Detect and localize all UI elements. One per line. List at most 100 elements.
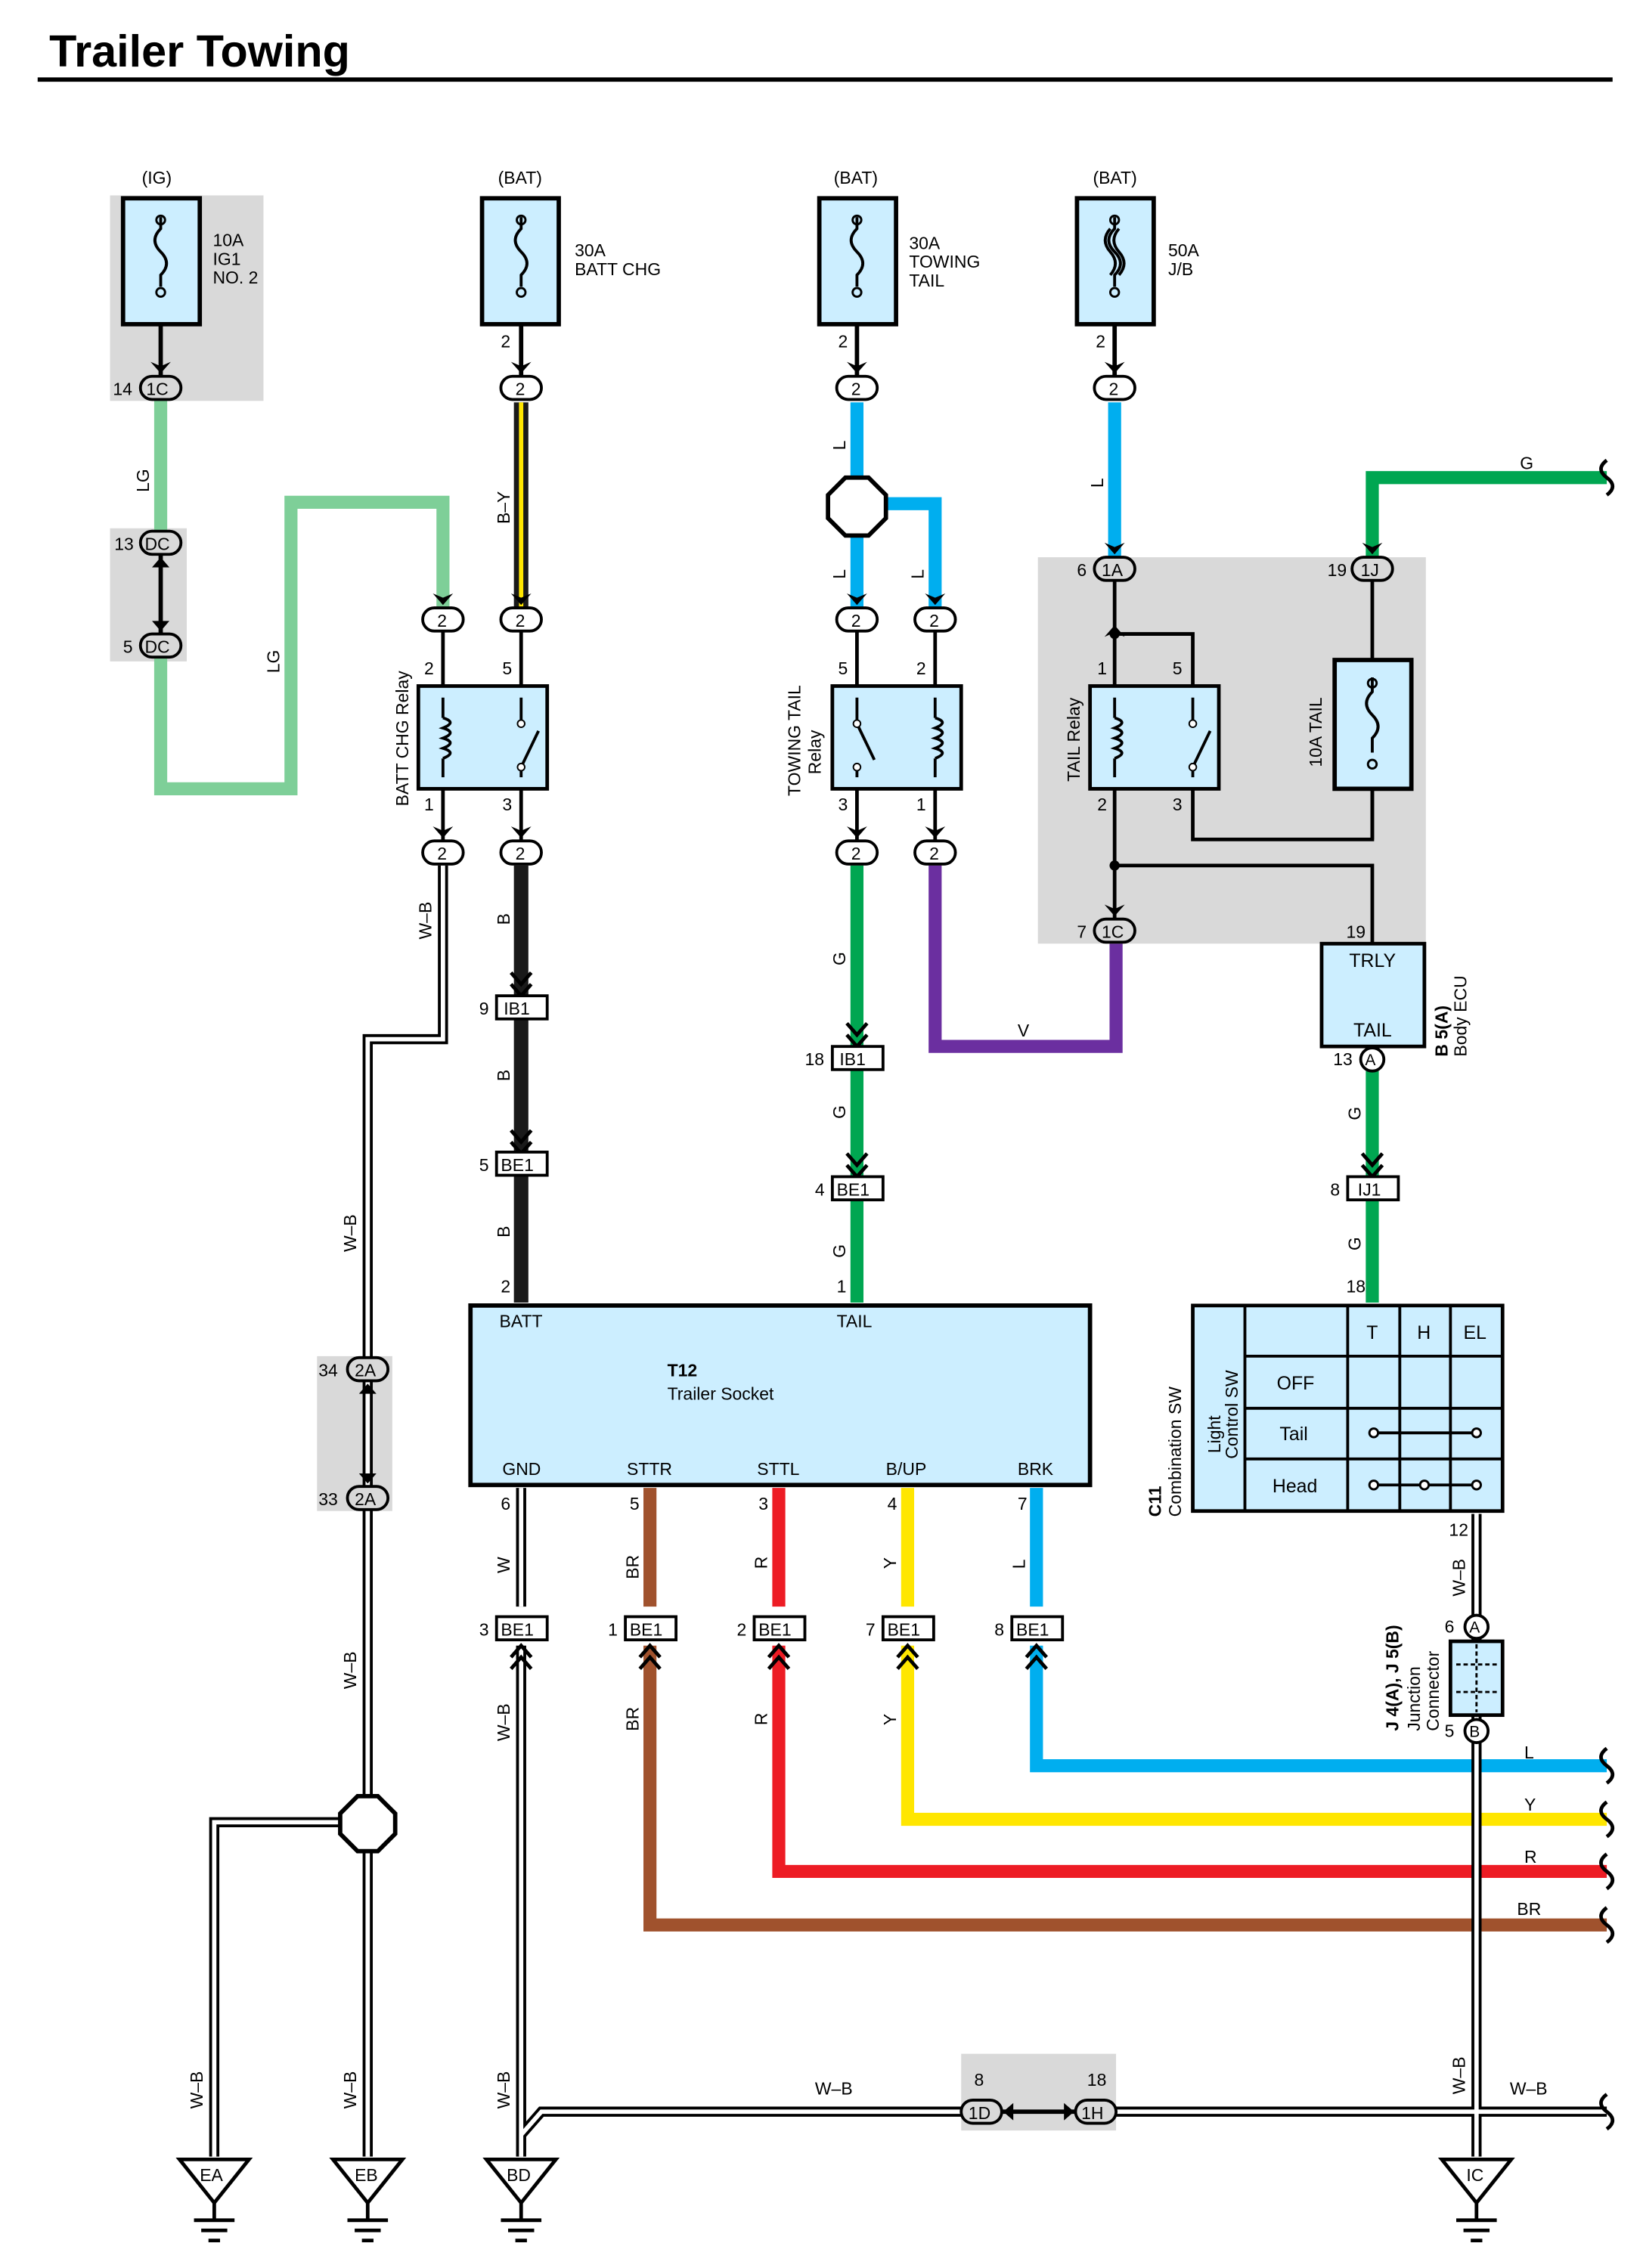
power-label-bat1: (BAT): [498, 168, 542, 187]
svg-text:A: A: [1365, 1052, 1375, 1069]
svg-text:12: 12: [1449, 1520, 1468, 1539]
svg-text:BE1: BE1: [501, 1155, 533, 1175]
fuse-towing-name2: TAIL: [909, 271, 944, 290]
svg-text:2: 2: [1097, 795, 1107, 814]
svg-text:4: 4: [815, 1179, 825, 1199]
fuse-batt-chg: [479, 196, 561, 380]
svg-text:BRK: BRK: [1018, 1459, 1054, 1479]
svg-text:6: 6: [501, 1494, 510, 1514]
pin-13: 13: [114, 534, 134, 554]
junction-connector: A B 6 5: [1445, 1613, 1505, 1744]
combo-sub2: Control SW: [1222, 1370, 1242, 1459]
fuse-jb: [1074, 196, 1156, 380]
svg-text:18: 18: [1087, 2070, 1107, 2090]
svg-text:TAIL: TAIL: [1353, 1020, 1392, 1041]
svg-text:W–B: W–B: [1510, 2078, 1548, 2098]
svg-text:1J: 1J: [1361, 560, 1379, 580]
svg-text:1: 1: [916, 795, 926, 814]
svg-text:BR: BR: [1517, 1899, 1541, 1919]
svg-text:STTL: STTL: [757, 1459, 799, 1479]
svg-text:H: H: [1417, 1322, 1431, 1343]
batt-chg-relay-label: BATT CHG Relay: [392, 671, 412, 807]
svg-text:9: 9: [479, 999, 489, 1018]
svg-text:IB1: IB1: [839, 1049, 865, 1069]
svg-text:2: 2: [929, 844, 939, 863]
fuse-batt-chg-name: BATT CHG: [575, 259, 661, 279]
body-ecu-id: B 5(A): [1432, 1005, 1452, 1057]
svg-text:BE1: BE1: [888, 1619, 920, 1639]
svg-text:B: B: [494, 1226, 513, 1238]
svg-text:W–B: W–B: [1449, 1559, 1468, 1597]
svg-text:7: 7: [1077, 922, 1087, 942]
svg-text:3: 3: [502, 795, 512, 814]
svg-text:G: G: [1345, 1107, 1365, 1120]
svg-text:W–B: W–B: [340, 2071, 360, 2109]
svg-text:G: G: [829, 952, 849, 965]
svg-text:3: 3: [758, 1494, 768, 1514]
connector-2-jb-fuse: 2: [1093, 374, 1136, 401]
svg-text:R: R: [752, 1712, 771, 1725]
svg-text:8: 8: [994, 1619, 1004, 1639]
svg-text:V: V: [1018, 1021, 1030, 1040]
towing-relay-label1: TOWING TAIL: [785, 685, 804, 796]
svg-text:3: 3: [1173, 795, 1183, 814]
connector-2-tow-fuse: 2: [835, 374, 879, 401]
fuse-batt-chg-amp: 30A: [575, 240, 606, 260]
pin-jb-fuse: 2: [1096, 331, 1105, 351]
splice-towing: [826, 475, 888, 538]
ground-ic: IC: [1437, 2158, 1515, 2243]
body-ecu: TRLY TAIL A 19 13: [1319, 922, 1427, 1073]
combo-name: Combination SW: [1165, 1387, 1185, 1517]
svg-text:2A: 2A: [355, 1489, 377, 1509]
svg-text:2: 2: [851, 380, 861, 399]
svg-text:8: 8: [1330, 1179, 1340, 1199]
inline-connector-labels: IB1 BE1 IB1 BE1 IJ1 BE1 BE1 BE1 BE1 BE1 …: [479, 999, 1381, 1639]
body-ecu-name: Body ECU: [1450, 975, 1470, 1056]
fuse-towing-name1: TOWING: [909, 252, 980, 271]
pin-33: 33: [318, 1489, 338, 1509]
junction-name2: Connector: [1423, 1650, 1443, 1730]
svg-text:19: 19: [1328, 560, 1347, 580]
towing-tail-relay: 5 2 3 1: [830, 631, 963, 841]
svg-text:BE1: BE1: [501, 1619, 533, 1639]
svg-text:BR: BR: [622, 1707, 642, 1731]
svg-text:BE1: BE1: [1016, 1619, 1049, 1639]
svg-text:R: R: [752, 1557, 771, 1569]
ground-eb: EB: [329, 2158, 407, 2243]
svg-text:W: W: [494, 1557, 513, 1573]
svg-text:G: G: [1520, 453, 1533, 472]
svg-text:7: 7: [1018, 1494, 1028, 1514]
svg-text:EA: EA: [200, 2165, 223, 2185]
pin-batt-fuse: 2: [501, 331, 510, 351]
svg-text:W–B: W–B: [494, 2071, 513, 2109]
svg-text:2: 2: [516, 380, 525, 399]
fuse-jb-name: J/B: [1168, 259, 1193, 279]
svg-text:G: G: [829, 1244, 849, 1258]
wires: [153, 399, 1607, 1932]
svg-text:Head: Head: [1273, 1476, 1317, 1497]
ground-ea: EA: [175, 2158, 253, 2243]
svg-text:B: B: [494, 1070, 513, 1081]
inline-connectors: [510, 971, 1384, 1670]
pin-tow-fuse: 2: [839, 331, 848, 351]
fuse-towing-tail: [817, 196, 898, 380]
svg-text:7: 7: [866, 1619, 876, 1639]
svg-text:BR: BR: [622, 1555, 642, 1579]
svg-text:1A: 1A: [1102, 560, 1124, 580]
svg-text:G: G: [829, 1105, 849, 1119]
svg-text:W–B: W–B: [340, 1651, 360, 1689]
svg-text:Trailer Socket: Trailer Socket: [668, 1383, 774, 1403]
junction-id: J 4(A), J 5(B): [1382, 1625, 1402, 1730]
pin-14: 14: [113, 380, 132, 399]
fuse-ig1-no: NO. 2: [212, 268, 258, 287]
svg-text:Y: Y: [880, 1714, 900, 1725]
svg-text:B: B: [494, 913, 513, 925]
svg-text:T12: T12: [668, 1361, 698, 1380]
svg-text:5: 5: [1173, 658, 1183, 678]
svg-text:W–B: W–B: [340, 1214, 360, 1252]
page-title: Trailer Towing: [49, 26, 350, 76]
wb-wires: [209, 865, 1607, 2157]
combo-id: C11: [1145, 1486, 1164, 1517]
svg-text:DC: DC: [144, 534, 169, 554]
svg-text:1D: 1D: [969, 2103, 990, 2123]
